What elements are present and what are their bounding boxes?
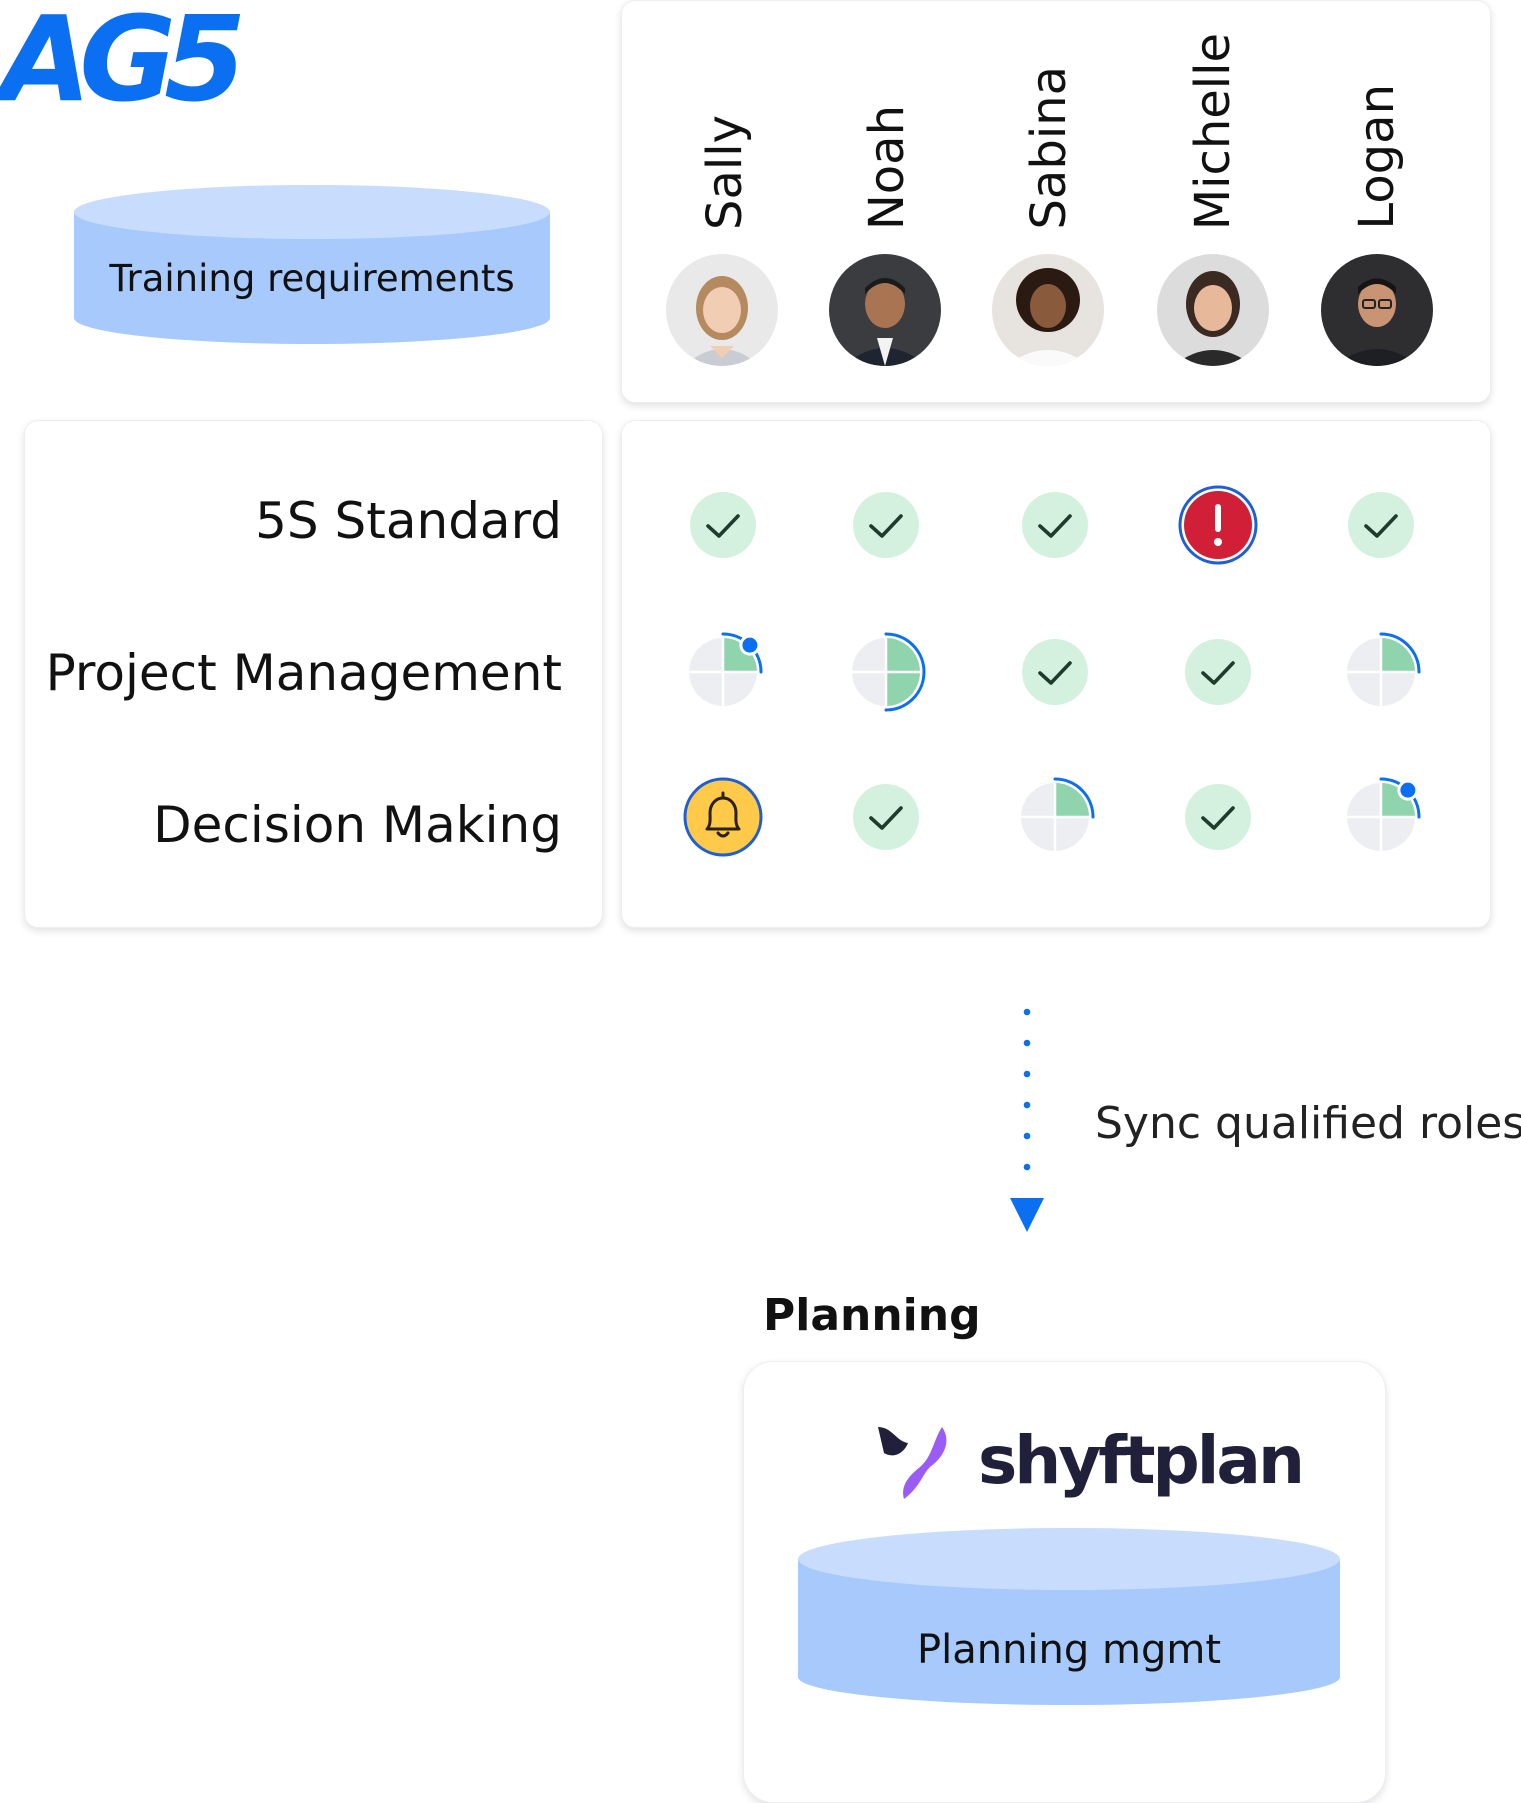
shyftplan-logo-mark-icon [878, 1427, 947, 1499]
employee-name-michelle: Michelle [1185, 32, 1241, 230]
planning-heading: Planning [763, 1290, 981, 1341]
progress-pie-icon [1021, 777, 1095, 851]
avatar-noah [829, 254, 941, 366]
ag5-logo: AG5 [0, 0, 246, 128]
planning-mgmt-database: Planning mgmt [798, 1527, 1340, 1707]
database-cylinder-icon [74, 185, 550, 344]
check-icon [853, 784, 919, 850]
progress-pie-icon [1347, 777, 1421, 851]
progress-pie-icon [689, 632, 763, 706]
planning-mgmt-label: Planning mgmt [916, 1627, 1222, 1673]
avatar-logan [1321, 254, 1433, 366]
check-icon [1022, 639, 1088, 705]
training-requirements-label: Training requirements [109, 257, 515, 300]
sync-qualified-roles-label: Sync qualified roles [1095, 1098, 1521, 1149]
check-icon [1022, 492, 1088, 558]
check-icon [1348, 492, 1414, 558]
training-requirements-database: Training requirements [74, 184, 550, 344]
skill-label-5s-standard: 5S Standard [255, 492, 562, 550]
check-icon [1185, 639, 1251, 705]
database-cylinder-icon [798, 1528, 1340, 1705]
skill-label-project-management: Project Management [45, 644, 562, 702]
alert-icon [1178, 485, 1258, 565]
sync-flow-arrow [1010, 1008, 1044, 1232]
shyftplan-wordmark: shyftplan [978, 1422, 1305, 1499]
check-icon [1185, 784, 1251, 850]
employee-name-noah: Noah [859, 104, 915, 230]
bell-icon [683, 777, 763, 857]
avatar-sabina [992, 254, 1104, 366]
progress-pie-icon [852, 632, 926, 712]
employee-name-logan: Logan [1349, 84, 1405, 230]
employee-name-sabina: Sabina [1021, 66, 1077, 230]
skill-label-decision-making: Decision Making [153, 796, 562, 854]
progress-pie-icon [1347, 632, 1421, 706]
check-icon [690, 492, 756, 558]
avatar-sally [666, 254, 778, 366]
employee-name-sally: Sally [697, 115, 753, 230]
avatar-michelle [1157, 254, 1269, 366]
check-icon [853, 492, 919, 558]
skills-card: 5S Standard Project Management Decision … [24, 420, 603, 928]
